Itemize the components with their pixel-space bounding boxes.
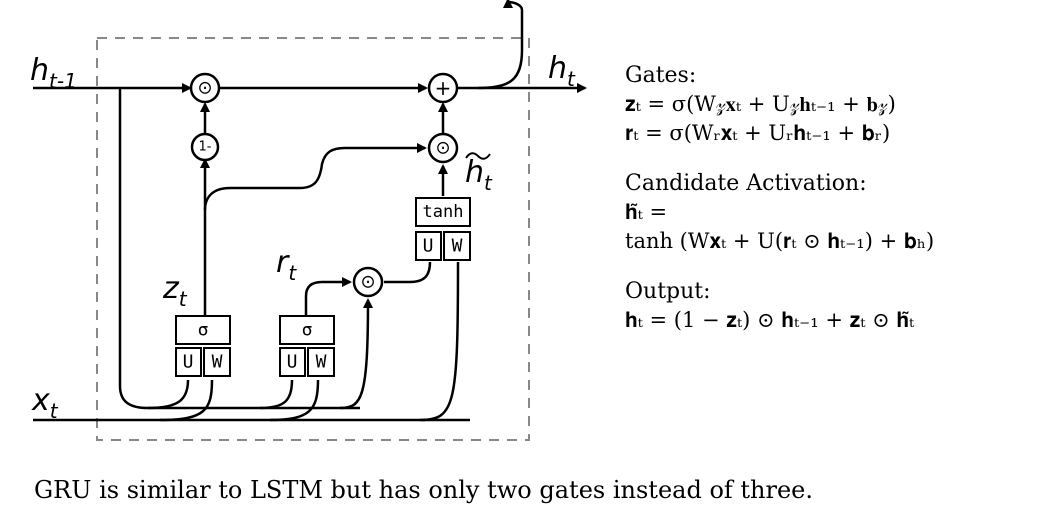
- plus-node: [427, 72, 459, 104]
- candidate-title: Candidate Activation:: [625, 171, 867, 196]
- output-equation: 𝐡ₜ = (1 − 𝐳ₜ) ⊙ 𝐡ₜ₋₁ + 𝐳ₜ ⊙ 𝐡̃ₜ: [625, 308, 915, 332]
- plus-symbol: +: [435, 76, 452, 100]
- one-minus-node: [190, 132, 220, 162]
- gates-section: Gates: 𝐳ₜ = σ(W𝓏𝐱ₜ + U𝓏𝐡ₜ₋₁ + 𝐛𝓏) 𝐫ₜ = σ…: [625, 62, 1035, 148]
- r-equation: 𝐫ₜ = σ(Wᵣ𝐱ₜ + Uᵣ𝐡ₜ₋₁ + 𝐛ᵣ): [625, 121, 891, 145]
- gru-cell-diagram: ⊙ + 1- ⊙ ⊙ σ U W σ U W tanh U W ht-1 ht …: [30, 0, 587, 441]
- z-u-label: U: [183, 352, 194, 373]
- multiply-symbol: ⊙: [360, 272, 375, 293]
- cand-u-label: U: [423, 236, 434, 257]
- r-u-box: [279, 347, 306, 377]
- caption: GRU is similar to LSTM but has only two …: [34, 476, 814, 504]
- tanh-label: tanh: [423, 202, 464, 222]
- r-sigma-box: [279, 315, 335, 345]
- multiply-symbol: ⊙: [435, 138, 450, 159]
- z-w-box: [203, 347, 231, 377]
- r-w-box: [307, 347, 335, 377]
- multiply-symbol: ⊙: [197, 78, 212, 99]
- r-u-label: U: [287, 352, 298, 373]
- tanh-box: [415, 197, 471, 227]
- r-sigma-label: σ: [302, 320, 313, 341]
- equations-panel: Gates: 𝐳ₜ = σ(W𝓏𝐱ₜ + U𝓏𝐡ₜ₋₁ + 𝐛𝓏) 𝐫ₜ = σ…: [625, 62, 1035, 357]
- h-out-label: ht: [548, 51, 576, 91]
- one-minus-symbol: 1-: [199, 140, 212, 155]
- candidate-equation-lhs: 𝐡̃ₜ =: [625, 200, 668, 224]
- r-w-label: W: [316, 352, 327, 373]
- cand-w-box: [443, 231, 471, 261]
- cand-u-box: [415, 231, 442, 261]
- output-title: Output:: [625, 279, 711, 304]
- tilde-mark: [465, 152, 491, 160]
- z-label: zt: [162, 271, 188, 311]
- cand-w-label: W: [452, 236, 463, 257]
- multiply-node-top: [189, 72, 221, 104]
- z-sigma-label: σ: [198, 320, 209, 341]
- candidate-equation-rhs: tanh (W𝐱ₜ + U(𝐫ₜ ⊙ 𝐡ₜ₋₁) + 𝐛ₕ): [625, 229, 935, 253]
- gates-title: Gates:: [625, 63, 697, 88]
- x-in-label: xt: [31, 383, 59, 423]
- output-section: Output: 𝐡ₜ = (1 − 𝐳ₜ) ⊙ 𝐡ₜ₋₁ + 𝐳ₜ ⊙ 𝐡̃ₜ: [625, 278, 1035, 335]
- z-w-label: W: [212, 352, 223, 373]
- candidate-section: Candidate Activation: 𝐡̃ₜ = tanh (W𝐱ₜ + …: [625, 170, 1035, 256]
- z-u-box: [175, 347, 202, 377]
- z-sigma-box: [175, 315, 231, 345]
- h-out-up-line: [477, 0, 524, 90]
- multiply-node-reset: [352, 266, 384, 298]
- h-prev-label: ht-1: [30, 53, 77, 93]
- z-equation: 𝐳ₜ = σ(W𝓏𝐱ₜ + U𝓏𝐡ₜ₋₁ + 𝐛𝓏): [625, 92, 896, 116]
- h-prev-down-line: [118, 88, 360, 410]
- r-label: rt: [276, 245, 297, 285]
- cell-boundary: [96, 37, 530, 441]
- multiply-node-candidate: [427, 132, 459, 164]
- h-tilde-label: ht: [465, 155, 493, 195]
